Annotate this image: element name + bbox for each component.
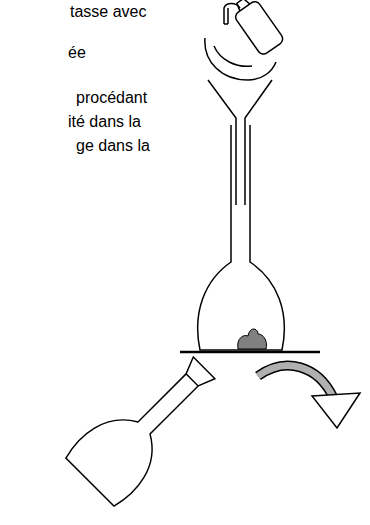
solid-sample	[238, 329, 267, 349]
inversion-arrow	[258, 366, 360, 428]
text-fragment: procédant	[76, 88, 147, 108]
text-fragment: ité dans la	[68, 112, 141, 132]
text-fragment: ée	[68, 43, 86, 63]
volumetric-flask	[198, 125, 285, 350]
bench-line	[180, 351, 320, 354]
text-fragment: tasse avec	[70, 2, 146, 22]
tilted-flask	[64, 342, 231, 509]
wash-bottle	[205, 0, 285, 80]
text-fragment: ge dans la	[76, 136, 150, 156]
funnel	[208, 80, 272, 205]
